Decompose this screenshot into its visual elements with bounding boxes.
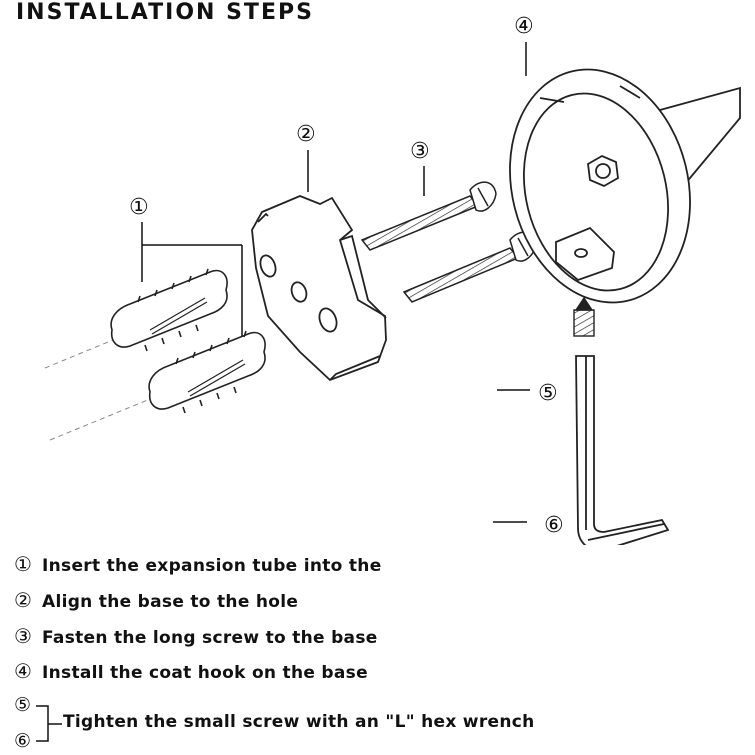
page-title: INSTALLATION STEPS — [16, 0, 314, 25]
callout-2: ② — [296, 122, 316, 192]
step-2-text: Align the base to the hole — [42, 592, 299, 612]
callout-4: ④ — [514, 14, 534, 76]
step-6-number: ⑥ — [14, 730, 32, 752]
step-4-number: ④ — [14, 659, 33, 683]
callout-4-label: ④ — [514, 14, 534, 39]
step-3-number: ③ — [14, 624, 33, 648]
callout-1: ① — [129, 195, 243, 352]
callout-1-label: ① — [129, 195, 149, 220]
step-3: ③ Fasten the long screw to the base — [14, 624, 378, 648]
step-2: ② Align the base to the hole — [14, 588, 298, 612]
expansion-tube-upper — [110, 268, 228, 352]
step-5-number: ⑤ — [14, 694, 32, 716]
step-1-text: Insert the expansion tube into the wall — [42, 556, 384, 576]
callout-5-label: ⑤ — [538, 381, 558, 406]
installation-diagram: ① ② ③ — [44, 14, 741, 545]
alignment-lines — [44, 334, 156, 441]
base-plate — [251, 195, 387, 382]
callout-6-label: ⑥ — [544, 513, 564, 538]
l-hex-wrench — [575, 355, 670, 545]
step-1-number: ① — [14, 552, 33, 576]
step-5-6: ⑤ ⑥ Tighten the small screw with an "L" … — [14, 694, 574, 754]
step-3-text: Fasten the long screw to the base — [42, 628, 378, 648]
callout-6: ⑥ — [493, 513, 564, 538]
callout-5: ⑤ — [497, 381, 558, 406]
step-bracket — [36, 705, 62, 742]
long-screw-upper — [360, 181, 497, 251]
step-1: ① Insert the expansion tube into the wall — [14, 552, 384, 576]
expansion-tube-lower — [148, 330, 266, 414]
callout-3-label: ③ — [410, 139, 430, 164]
coat-hook — [509, 68, 741, 304]
callout-3: ③ — [410, 139, 430, 196]
step-4-text: Install the coat hook on the base — [42, 663, 368, 683]
callout-2-label: ② — [296, 122, 316, 147]
long-screw-lower — [402, 231, 537, 303]
step-4: ④ Install the coat hook on the base — [14, 659, 368, 683]
small-screw — [573, 296, 595, 337]
step-2-number: ② — [14, 588, 33, 612]
step-5-6-text: Tighten the small screw with an "L" hex … — [63, 712, 535, 732]
